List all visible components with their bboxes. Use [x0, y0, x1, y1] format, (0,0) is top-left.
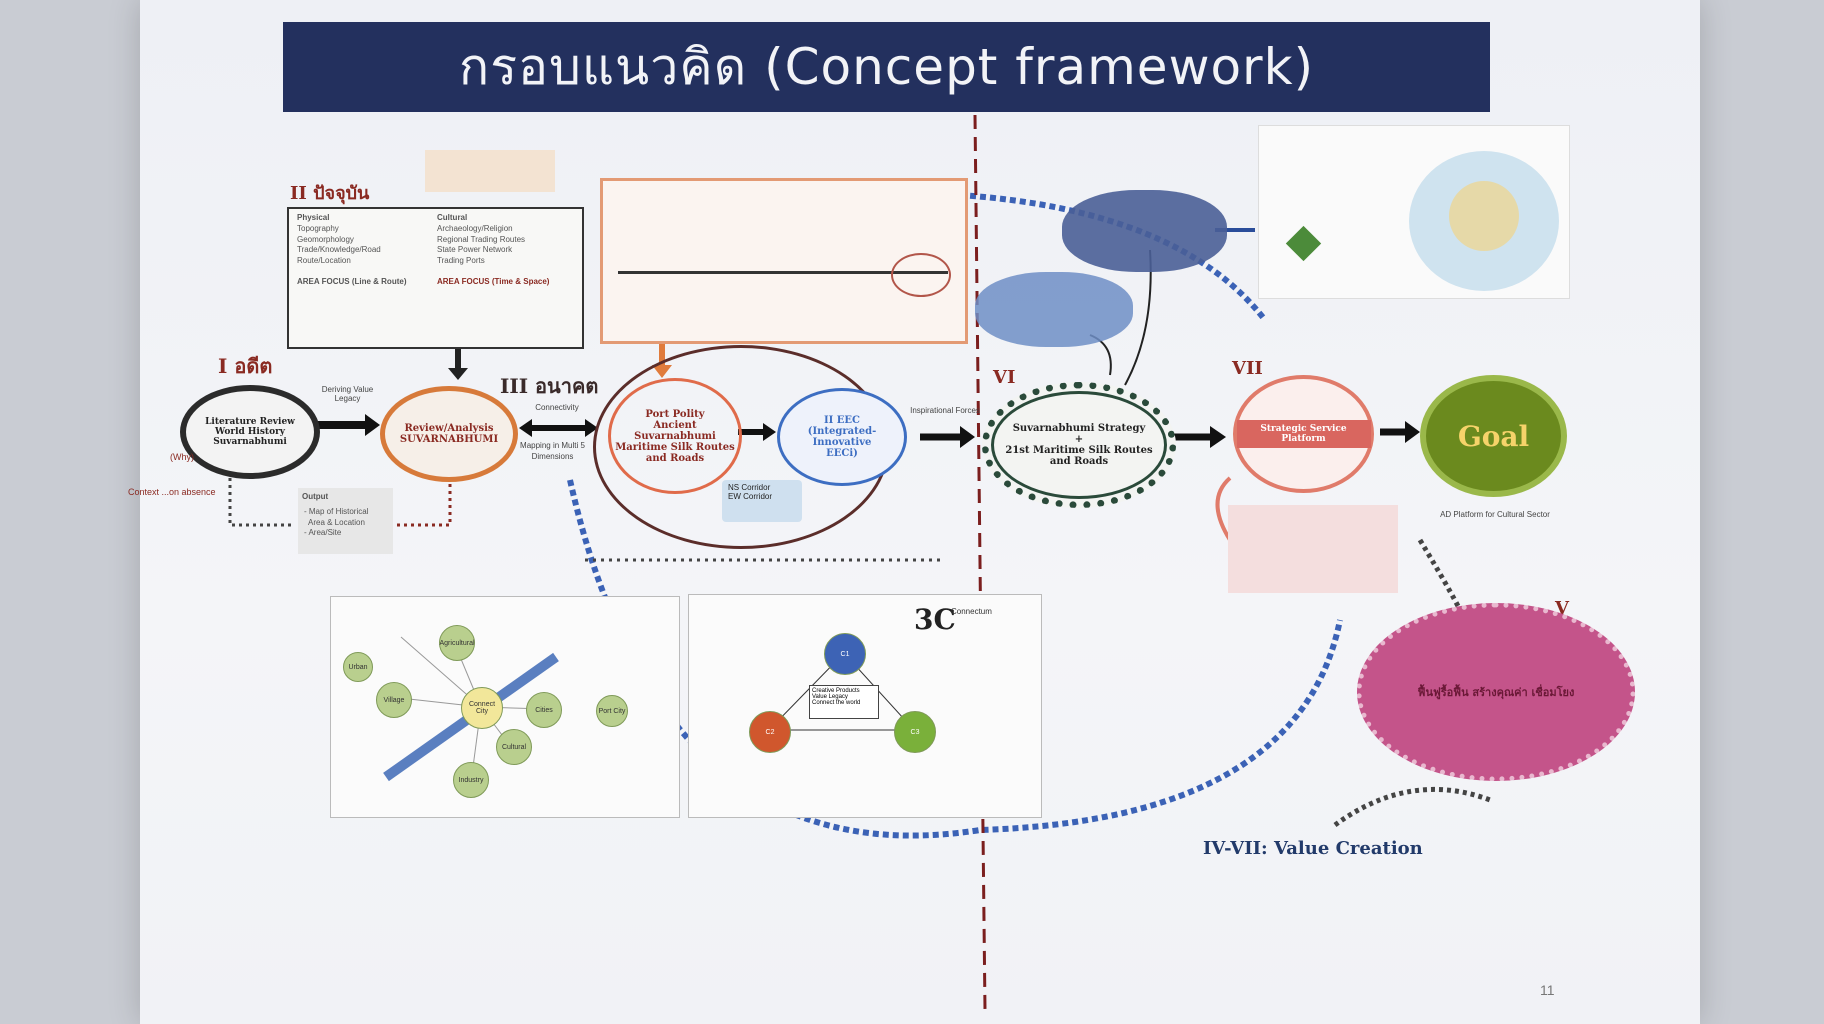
- area-focus-right: AREA FOCUS (Time & Space): [437, 276, 550, 286]
- network-node: Urban: [343, 652, 373, 682]
- corridor-ns: NS Corridor: [728, 483, 771, 492]
- cloud-dark: [1062, 190, 1227, 272]
- c-box-line: Creative Products: [812, 688, 860, 694]
- c-box-line: Connect the world: [812, 700, 861, 706]
- network-panel: Connect City Agricultural Urban Village …: [330, 596, 680, 818]
- iv-box: [600, 178, 968, 344]
- port-polity-circle: Port Polity Ancient Suvarnabhumi Maritim…: [608, 378, 742, 494]
- v-ellipse: ฟื้นฟูรื้อฟื้น สร้างคุณค่า เชื่อมโยง: [1357, 603, 1635, 781]
- three-c-panel: 3C Connectum C1 C2 C3 Creative Products …: [688, 594, 1042, 818]
- cultural-item: Regional Trading Routes: [437, 234, 526, 244]
- page-number: 11: [1540, 982, 1555, 998]
- label-future: III อนาคต: [500, 374, 599, 398]
- network-node: Industry: [453, 762, 489, 798]
- v-text: ฟื้นฟูรื้อฟื้น สร้างคุณค่า เชื่อมโยง: [1417, 686, 1575, 699]
- cultural-item: Trading Ports: [437, 256, 485, 266]
- eeci-circle: II EEC (Integrated-Innovative EECi): [777, 388, 907, 486]
- timeline-end-circle: [891, 253, 951, 297]
- label-past: I อดีต: [218, 354, 273, 378]
- output-item: - Map of Historical: [304, 506, 369, 516]
- sticky-note: [425, 150, 555, 192]
- thumbnail-diamond: [1285, 225, 1322, 262]
- inspirational-label: Inspirational Forces: [910, 406, 980, 415]
- network-node: Connect City: [461, 687, 503, 729]
- present-cultural-col: Cultural Archaeology/Religion Regional T…: [437, 213, 577, 288]
- vii-note: [1228, 505, 1398, 593]
- past-line: Literature Review: [205, 417, 295, 427]
- output-item: - Area/Site: [304, 528, 342, 538]
- past-circle: Literature Review World History Suvarnab…: [180, 385, 320, 479]
- strategy-line: and Roads: [1049, 456, 1109, 467]
- thumbnail-wheel-core: [1449, 181, 1519, 251]
- c-box-line: Value Legacy: [812, 694, 848, 700]
- physical-item: Route/Location: [297, 256, 351, 266]
- c-center-box: Creative Products Value Legacy Connect t…: [809, 685, 879, 719]
- title-banner: กรอบแนวคิด (Concept framework): [283, 22, 1490, 112]
- connectum-label: Connectum: [951, 607, 992, 616]
- area-focus-left: AREA FOCUS (Line & Route): [297, 276, 407, 286]
- network-node: Port City: [596, 695, 628, 727]
- vii-band: Strategic Service Platform: [1236, 420, 1371, 448]
- strategy-line: 21st Maritime Silk Routes: [1005, 445, 1153, 456]
- vii-circle: Strategic Service Platform: [1233, 375, 1374, 493]
- thumbnail-panel: [1258, 125, 1570, 299]
- port-line: and Roads: [645, 452, 705, 464]
- network-node: Village: [376, 682, 412, 718]
- future-divider: [973, 114, 987, 1011]
- page-title: กรอบแนวคิด (Concept framework): [458, 37, 1315, 96]
- physical-item: Geomorphology: [297, 234, 354, 244]
- arrow-1-head: [365, 414, 380, 436]
- c-node-1: C1: [824, 633, 866, 675]
- port-line: Maritime Silk Routes: [615, 441, 735, 453]
- network-node: Cities: [526, 692, 562, 728]
- c-node-2: C2: [749, 711, 791, 753]
- label-vii: VII: [1232, 358, 1263, 379]
- deriving-label: Deriving Value Legacy: [321, 385, 374, 403]
- port-line: Ancient: [653, 419, 697, 431]
- output-head: Output: [302, 492, 329, 501]
- corridor-ew: EW Corridor: [728, 492, 773, 501]
- label-present: II ปัจจุบัน: [290, 183, 370, 204]
- review-line: Review/Analysis: [404, 423, 494, 434]
- physical-item: Topography: [297, 223, 339, 233]
- cultural-item: Archaeology/Religion: [437, 223, 513, 233]
- present-physical-col: Physical Topography Geomorphology Trade/…: [297, 213, 427, 288]
- output-box: Output - Map of Historical Area & Locati…: [298, 488, 393, 554]
- eeci-line: EECi): [826, 448, 858, 459]
- present-box: Physical Topography Geomorphology Trade/…: [287, 207, 584, 349]
- goal-label: Goal: [1457, 419, 1530, 453]
- review-line: SUVARNABHUMI: [399, 434, 499, 445]
- goal-circle: Goal: [1420, 375, 1567, 497]
- mapping-label: Mapping in Multi 5 Dimensions: [520, 441, 585, 462]
- connectivity-label: Connectivity: [535, 403, 579, 412]
- goal-caption: AD Platform for Cultural Sector: [1440, 510, 1550, 519]
- network-node: Agricultural: [439, 625, 475, 661]
- context-text: Context ...on absence: [128, 487, 216, 497]
- strategy-line: Suvarnabhumi Strategy: [1012, 423, 1146, 434]
- cultural-item: State Power Network: [437, 245, 513, 255]
- why-text: (Why): [170, 452, 194, 462]
- label-vi: VI: [993, 367, 1016, 388]
- corridor-box: NS Corridor EW Corridor: [722, 480, 802, 522]
- past-line: World History: [214, 427, 286, 437]
- c-node-3: C3: [894, 711, 936, 753]
- review-circle: Review/Analysis SUVARNABHUMI: [380, 386, 518, 482]
- output-item: Area & Location: [308, 517, 365, 527]
- strategy-line: +: [1074, 434, 1084, 445]
- physical-item: Trade/Knowledge/Road: [297, 245, 381, 255]
- port-line: Suvarnabhumi: [634, 430, 716, 442]
- value-creation-label: IV-VII: Value Creation: [1203, 838, 1423, 859]
- port-line: Port Polity: [645, 408, 705, 420]
- network-node: Cultural: [496, 729, 532, 765]
- past-line: Suvarnabhumi: [213, 437, 287, 447]
- eeci-line: II EEC: [823, 415, 861, 426]
- cloud-light: [975, 272, 1133, 347]
- eeci-line: (Integrated-Innovative: [807, 426, 877, 448]
- strategy-circle: Suvarnabhumi Strategy + 21st Maritime Si…: [982, 382, 1176, 508]
- three-c-logo: 3C: [914, 603, 956, 636]
- cultural-head: Cultural: [437, 213, 468, 222]
- physical-head: Physical: [297, 213, 330, 222]
- timeline-line: [618, 271, 948, 274]
